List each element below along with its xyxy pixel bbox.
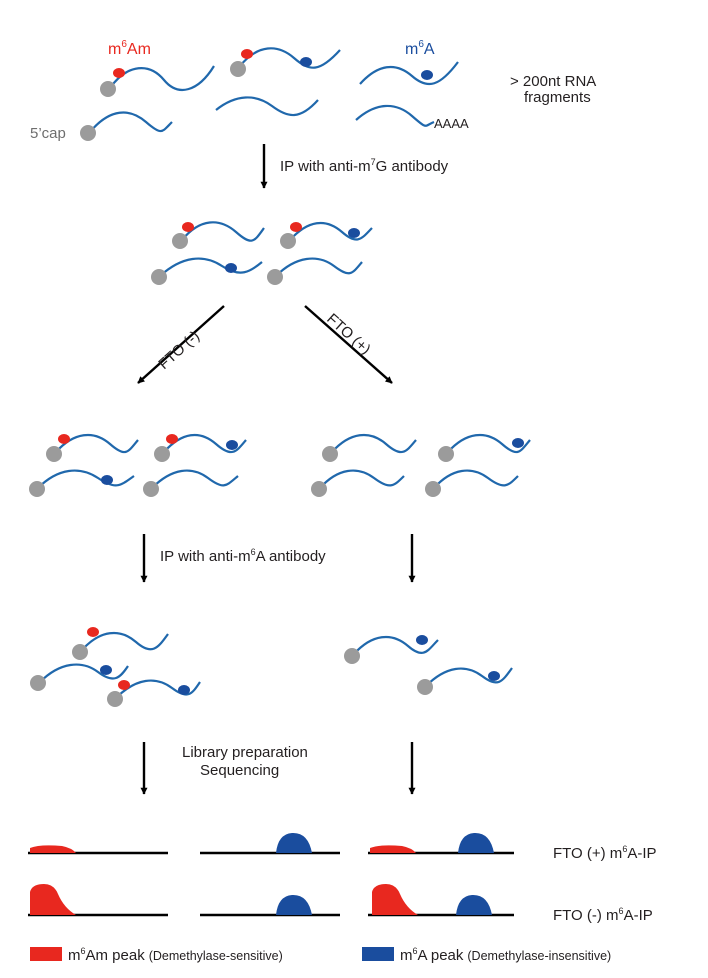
legend-m6a-swatch: [362, 947, 394, 961]
ip-m6a-label: IP with anti-m6A antibody: [160, 547, 326, 565]
m7g-ip-products: [151, 221, 373, 285]
cap-label: 5’cap: [30, 125, 66, 142]
input-fragments: [80, 47, 459, 141]
library-label-line2: Sequencing: [200, 762, 279, 779]
fto-plus-fragments: [311, 433, 531, 497]
peak-row-fto-minus: [28, 884, 514, 917]
m6a-ip-products-right: [344, 635, 513, 695]
peak-row-fto-plus: [28, 832, 514, 855]
legend-m6am-label: m6Am peak(Demethylase-sensitive): [68, 946, 283, 964]
row-label-fto-plus: FTO (+) m6A-IP: [553, 844, 657, 862]
legend-m6am-swatch: [30, 947, 62, 961]
arrow-fto-plus: [304, 305, 393, 384]
fto-minus-label: FTO (-): [155, 328, 203, 373]
m6a-ip-products-left: [30, 627, 201, 707]
legend-m6a-label: m6A peak(Demethylase-insensitive): [400, 946, 611, 964]
arrow-fto-minus: [137, 305, 225, 384]
polya-label: AAAA: [434, 116, 469, 131]
fragments-label-line2: fragments: [524, 89, 591, 106]
library-label-line1: Library preparation: [182, 744, 308, 761]
fragments-label-line1: > 200nt RNA: [510, 73, 596, 90]
fto-plus-label: FTO (+): [323, 310, 373, 358]
m6a-label: m6A: [405, 39, 435, 58]
m6am-label: m6Am: [108, 39, 151, 58]
fto-minus-fragments: [29, 433, 247, 497]
row-label-fto-minus: FTO (-) m6A-IP: [553, 906, 653, 924]
ip-m7g-label: IP with anti-m7G antibody: [280, 157, 449, 175]
